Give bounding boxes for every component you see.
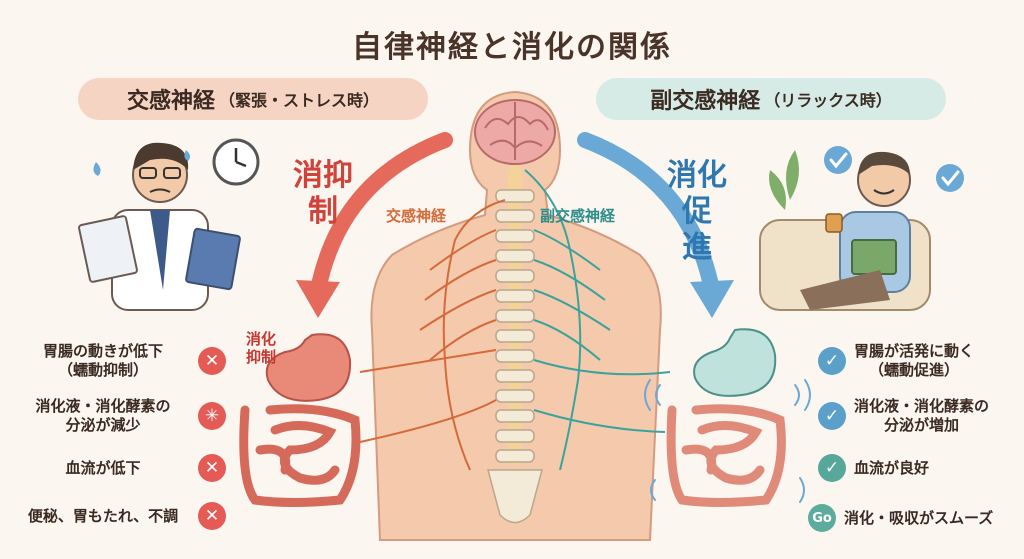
sympathetic-note: （緊張・ストレス時）	[219, 91, 380, 110]
inhibit-arrow	[296, 132, 453, 318]
promote-label: 消化 促 進	[667, 158, 727, 265]
x-icon: ✕	[198, 347, 226, 375]
x-icon: ✕	[198, 502, 226, 530]
go-icon: Go	[808, 504, 836, 532]
left-effect-4: 便秘、胃もたれ、不調 ✕	[8, 502, 226, 530]
intestines-active	[666, 404, 786, 507]
left-effect-2: 消化液・消化酵素の分泌が減少 ✳	[8, 397, 226, 435]
left-effect-1: 胃腸の動きが低下（蠕動抑制） ✕	[8, 342, 226, 380]
reduce-icon: ✳	[198, 402, 226, 430]
sympathetic-header: 交感神経 （緊張・ストレス時）	[78, 78, 428, 120]
check-icon: ✓	[818, 347, 846, 375]
sympathetic-nerves	[359, 199, 506, 471]
parasympathetic-note: （リラックス時）	[764, 91, 892, 110]
motion-lines-icon	[644, 379, 811, 503]
stressed-worker-illustration	[78, 142, 241, 311]
x-icon: ✕	[198, 454, 226, 482]
parasympathetic-label: 副交感神経	[650, 89, 761, 114]
intestines-inhibited	[239, 404, 361, 507]
right-effect-3: ✓ 血流が良好	[818, 454, 929, 482]
parasympathetic-nerves	[524, 169, 671, 471]
brain-icon	[474, 99, 556, 165]
clock-icon	[212, 138, 260, 186]
right-effect-1: ✓ 胃腸が活発に動く（蠕動促進）	[818, 342, 974, 380]
stomach-inhibited	[265, 333, 352, 402]
sympathetic-label: 交感神経	[126, 89, 215, 114]
stomach-active	[693, 328, 777, 397]
parasympathetic-nerve-label: 副交感神経	[540, 207, 616, 225]
vertebrae	[487, 189, 543, 524]
relaxed-man-illustration	[759, 150, 931, 311]
promote-arrow	[577, 132, 734, 318]
parasympathetic-header: 副交感神経 （リラックス時）	[596, 78, 946, 120]
stomach-inhibit-note: 消化 抑制	[246, 330, 277, 366]
check-icon: ✓	[818, 454, 846, 482]
page-title: 自律神経と消化の関係	[352, 30, 672, 65]
sympathetic-nerve-label: 交感神経	[386, 207, 447, 225]
right-effect-4: Go 消化・吸収がスムーズ	[808, 504, 993, 532]
right-effect-2: ✓ 消化液・消化酵素の分泌が増加	[818, 397, 989, 435]
inhibit-label: 消抑 制	[293, 158, 353, 229]
check-icon: ✓	[818, 402, 846, 430]
left-effect-3: 血流が低下 ✕	[8, 454, 226, 482]
